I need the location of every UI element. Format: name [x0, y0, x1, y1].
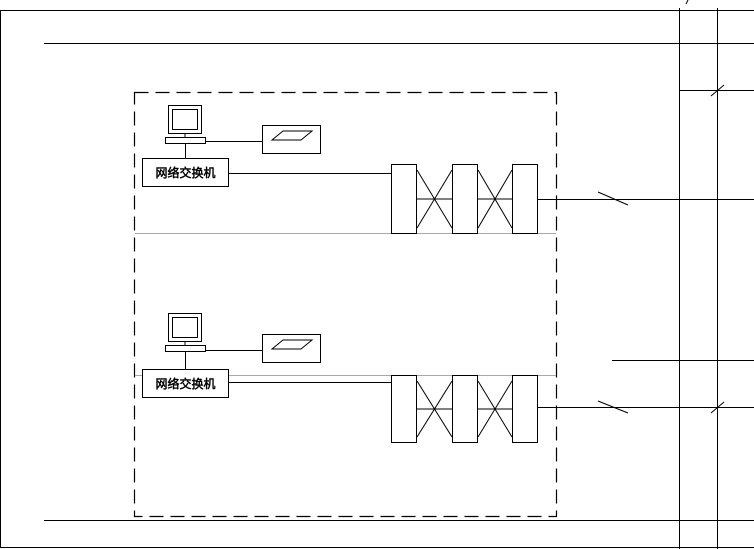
uplink-tick	[597, 400, 629, 414]
network-switch: 网络交换机	[142, 158, 229, 187]
network-switch-label: 网络交换机	[155, 165, 215, 180]
riser-tick-corner	[685, 0, 689, 5]
riser-tick-top	[710, 84, 725, 97]
unit-lower: 网络交换机	[142, 313, 754, 443]
drawing-frame	[0, 10, 754, 548]
printer-icon	[262, 334, 321, 363]
riser-tick-lower	[710, 401, 725, 414]
equipment-room-boundary	[133, 91, 558, 518]
network-switch-label: 网络交换机	[155, 376, 215, 391]
unit-upper: 网络交换机	[142, 105, 754, 234]
uplink-tick	[597, 191, 629, 206]
computer-icon	[165, 105, 206, 144]
patch-panel	[391, 375, 538, 443]
printer-icon	[262, 125, 321, 154]
patch-panel	[391, 164, 538, 234]
network-switch: 网络交换机	[142, 369, 229, 398]
computer-icon	[165, 313, 206, 352]
